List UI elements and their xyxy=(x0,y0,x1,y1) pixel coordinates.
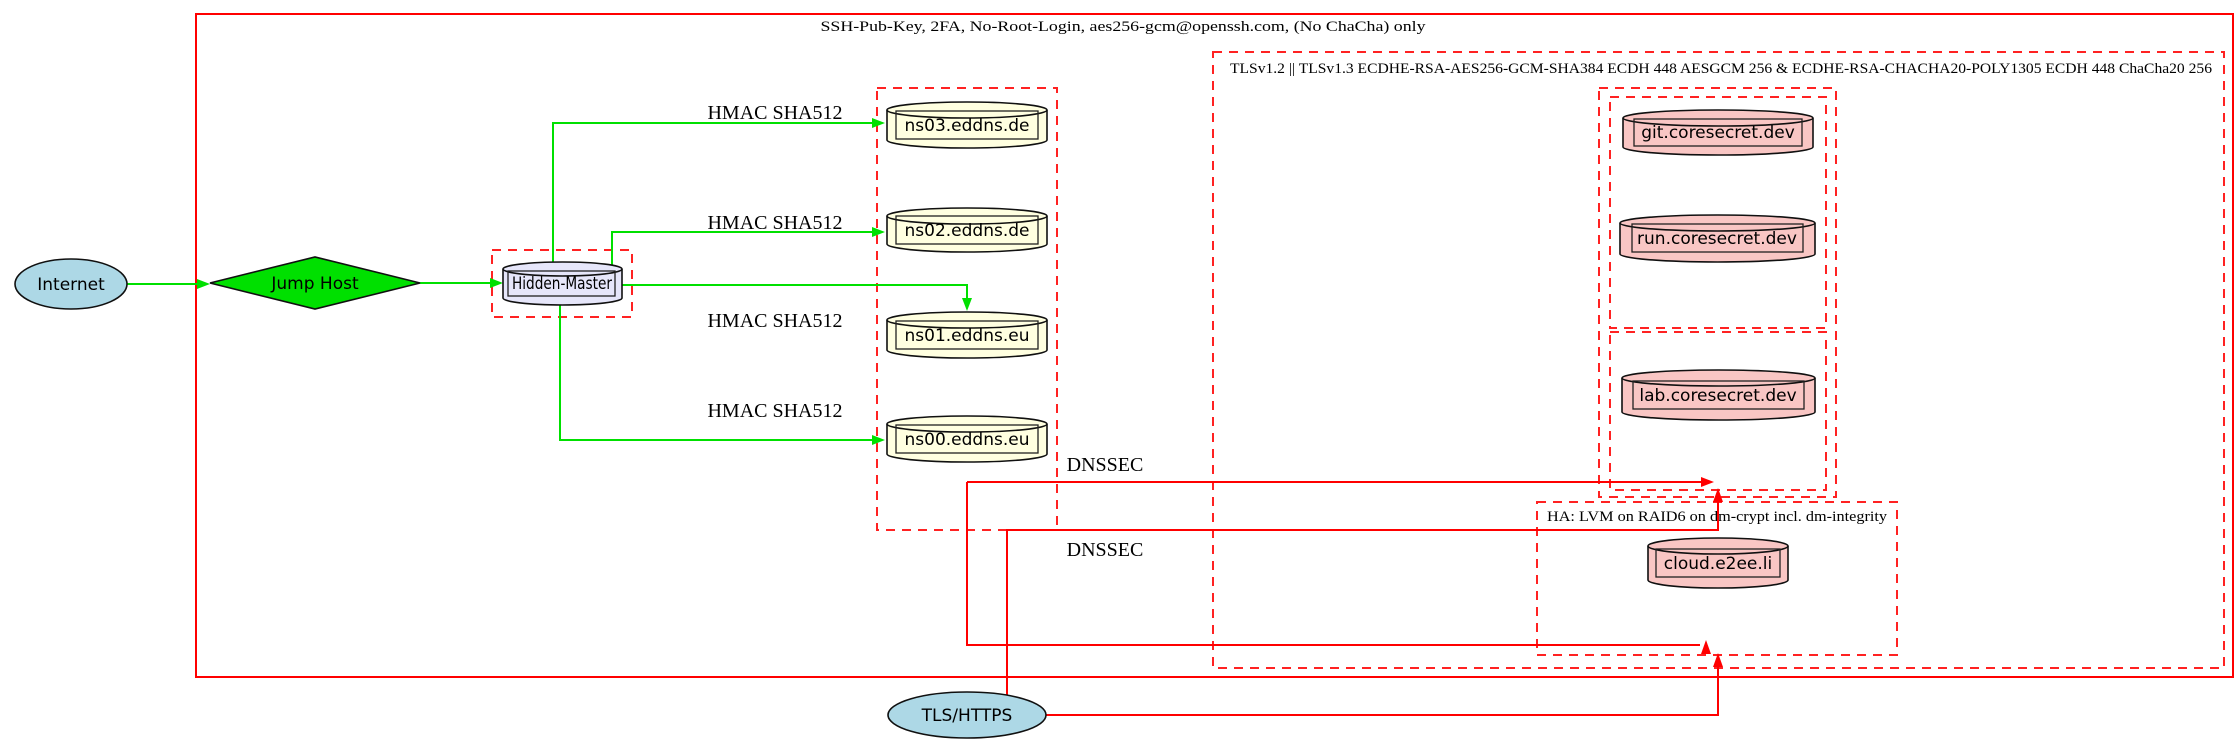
ssh-cluster-box xyxy=(195,13,2234,678)
arrowhead xyxy=(872,118,885,128)
lab-cylinder xyxy=(1621,369,1816,421)
arrowhead xyxy=(962,298,972,311)
edge-line xyxy=(1006,502,1719,695)
hidden-master-cluster-box xyxy=(491,249,633,318)
run-cylinder-rim xyxy=(1619,222,1816,232)
tls-https-ellipse xyxy=(887,691,1047,739)
ns01-label-box xyxy=(895,320,1039,350)
edge-hiddenmaster-ns01 xyxy=(622,284,972,311)
git-cylinder xyxy=(1622,109,1814,156)
ns02-cylinder xyxy=(886,207,1048,253)
node-cloud-e2ee: cloud.e2ee.li xyxy=(1647,537,1789,589)
hidden-master-cylinder xyxy=(502,261,623,306)
node-hidden-master: Hidden-Master xyxy=(502,261,623,306)
edge-hiddenmaster-ns02 xyxy=(611,227,885,265)
tls-https-label: TLS/HTTPS xyxy=(921,706,1013,726)
ns00-cylinder xyxy=(886,415,1048,463)
edge-tlshttps-ha xyxy=(1046,653,1723,716)
arrowhead xyxy=(1713,488,1723,502)
node-jump-host: Jump Host xyxy=(209,256,421,310)
git-label-box xyxy=(1633,118,1803,147)
edge-dnssec-coresecret xyxy=(967,477,1714,487)
edge-tlshttps-coresecret xyxy=(1006,488,1723,695)
ssh-cluster-label: SSH-Pub-Key, 2FA, No-Root-Login, aes256-… xyxy=(821,19,1427,35)
git-label: git.coresecret.dev xyxy=(1641,123,1795,143)
lab-label-box xyxy=(1632,380,1805,410)
cloud-label-box xyxy=(1655,548,1781,578)
internet-label: Internet xyxy=(37,275,105,295)
arrowhead xyxy=(1701,477,1714,487)
git-cylinder-rim xyxy=(1622,117,1814,127)
arrowhead xyxy=(1713,653,1723,667)
edge-jumphost-hiddenmaster xyxy=(420,278,503,288)
edge-dnssec-ha xyxy=(966,482,1711,654)
edge-line xyxy=(622,284,968,298)
dnssec-label-1: DNSSEC xyxy=(1067,454,1144,476)
edge-line xyxy=(611,231,872,265)
edge-internet-jumphost xyxy=(127,279,210,289)
cloud-label: cloud.e2ee.li xyxy=(1664,554,1772,574)
ns03-label: ns03.eddns.de xyxy=(905,116,1030,136)
ns02-label: ns02.eddns.de xyxy=(905,221,1030,241)
ns01-cylinder xyxy=(886,311,1048,359)
ns03-label-box xyxy=(895,110,1039,140)
arrowhead xyxy=(1701,640,1711,654)
node-run-coresecret: run.coresecret.dev xyxy=(1619,214,1816,263)
internet-ellipse xyxy=(14,258,128,310)
edge-line xyxy=(559,303,872,441)
cloud-cylinder xyxy=(1647,537,1789,589)
hidden-master-label-box xyxy=(507,270,616,297)
ns03-cylinder xyxy=(886,101,1048,149)
ns02-label-box xyxy=(895,215,1039,245)
hmac-label-ns00: HMAC SHA512 xyxy=(707,400,842,422)
coresecret-outer-cluster-box xyxy=(1598,87,1837,498)
arrowhead xyxy=(872,227,885,237)
run-label: run.coresecret.dev xyxy=(1637,229,1797,249)
node-lab-coresecret: lab.coresecret.dev xyxy=(1621,369,1816,421)
hmac-label-ns03: HMAC SHA512 xyxy=(707,102,842,124)
node-internet: Internet xyxy=(14,258,128,310)
node-ns02: ns02.eddns.de xyxy=(886,207,1048,253)
arrowhead xyxy=(872,435,885,445)
arrowhead xyxy=(197,279,210,289)
hidden-master-cylinder-rim xyxy=(502,268,623,277)
arrowhead xyxy=(490,278,503,288)
node-git-coresecret: git.coresecret.dev xyxy=(1622,109,1814,156)
hmac-label-ns02: HMAC SHA512 xyxy=(707,212,842,234)
run-label-box xyxy=(1631,223,1804,253)
edge-line xyxy=(1046,667,1719,716)
ns00-label-box xyxy=(895,424,1039,454)
node-ns03: ns03.eddns.de xyxy=(886,101,1048,149)
edge-line xyxy=(552,122,872,265)
hidden-master-label: Hidden-Master xyxy=(512,274,612,294)
edge-line xyxy=(966,482,1700,646)
hmac-label-ns01: HMAC SHA512 xyxy=(707,310,842,332)
node-ns00: ns00.eddns.eu xyxy=(886,415,1048,463)
ns00-label: ns00.eddns.eu xyxy=(905,430,1030,450)
node-ns01: ns01.eddns.eu xyxy=(886,311,1048,359)
lab-label: lab.coresecret.dev xyxy=(1639,386,1796,406)
edge-hiddenmaster-ns03 xyxy=(552,118,885,265)
run-cylinder xyxy=(1619,214,1816,263)
dnssec-label-2: DNSSEC xyxy=(1067,539,1144,561)
cloud-cylinder-rim xyxy=(1647,545,1789,555)
edge-hiddenmaster-ns00 xyxy=(559,303,885,445)
jump-host-diamond xyxy=(209,256,421,310)
node-tls-https: TLS/HTTPS xyxy=(887,691,1047,739)
ns01-label: ns01.eddns.eu xyxy=(905,326,1030,346)
tls-cluster-label: TLSv1.2 || TLSv1.3 ECDHE-RSA-AES256-GCM-… xyxy=(1230,61,2213,77)
jump-host-label: Jump Host xyxy=(270,274,359,294)
